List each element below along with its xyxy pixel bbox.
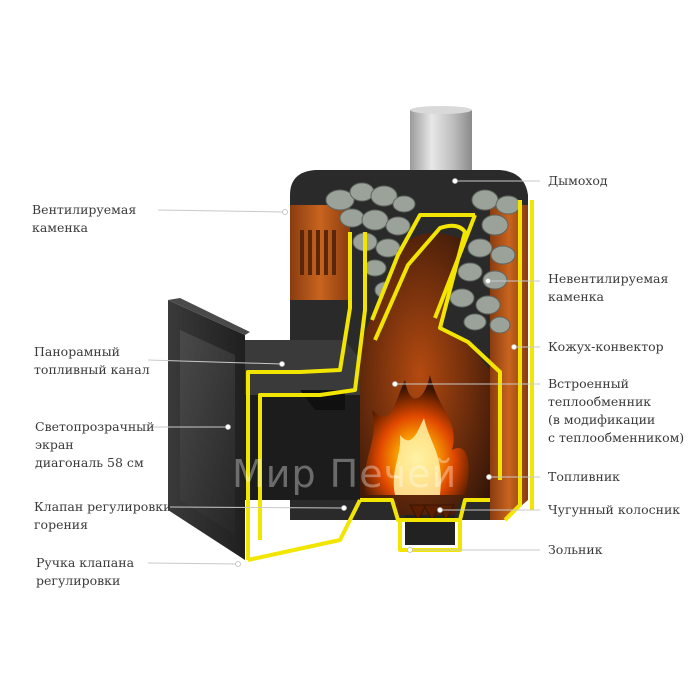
- label-cast-iron-grate: Чугунный колосник: [548, 501, 680, 519]
- label-line: Светопрозрачный: [35, 419, 155, 434]
- label-line: Клапан регулировки: [34, 499, 172, 514]
- label-panoramic-channel: Панорамный топливный канал: [34, 343, 150, 379]
- label-line: регулировки: [36, 573, 121, 588]
- label-draft-valve: Клапан регулировки горения: [34, 498, 171, 534]
- label-line: Ручка клапана: [36, 555, 135, 570]
- door: [168, 298, 250, 560]
- label-line: Чугунный колосник: [548, 502, 681, 517]
- label-line: Встроенный: [548, 376, 629, 391]
- label-line: (в модификации: [548, 412, 656, 427]
- label-line: топливный канал: [34, 362, 150, 377]
- label-glass-screen: Светопрозрачный экран диагональ 58 см: [35, 418, 154, 472]
- label-line: Зольник: [548, 542, 603, 557]
- label-line: каменка: [32, 220, 88, 235]
- label-line: теплообменник: [548, 394, 652, 409]
- label-valve-handle: Ручка клапана регулировки: [36, 554, 134, 590]
- label-line: Вентилируемая: [32, 202, 137, 217]
- label-line: горения: [34, 517, 89, 532]
- label-line: Панорамный: [34, 344, 120, 359]
- fuel-channel: [220, 340, 360, 500]
- leader-lines: [147, 178, 540, 567]
- label-firebox: Топливник: [548, 468, 620, 486]
- label-convector-casing: Кожух-конвектор: [548, 338, 664, 356]
- label-line: Дымоход: [548, 173, 608, 188]
- label-line: экран: [35, 437, 74, 452]
- label-line: каменка: [548, 289, 604, 304]
- label-ash-pan: Зольник: [548, 541, 603, 559]
- label-heat-exchanger: Встроенный теплообменник (в модификации …: [548, 375, 684, 447]
- label-line: Топливник: [548, 469, 620, 484]
- label-non-ventilated-stones: Невентилируемая каменка: [548, 270, 668, 306]
- section-outline: [246, 200, 534, 562]
- label-chimney: Дымоход: [548, 172, 608, 190]
- watermark: Мир Печей: [232, 452, 458, 496]
- label-line: Кожух-конвектор: [548, 339, 664, 354]
- label-line: диагональ 58 см: [35, 455, 144, 470]
- label-ventilated-stones: Вентилируемая каменка: [32, 201, 136, 237]
- label-line: с теплообменником): [548, 430, 685, 445]
- label-line: Невентилируемая: [548, 271, 669, 286]
- stones: [325, 182, 521, 334]
- fire: [364, 375, 469, 495]
